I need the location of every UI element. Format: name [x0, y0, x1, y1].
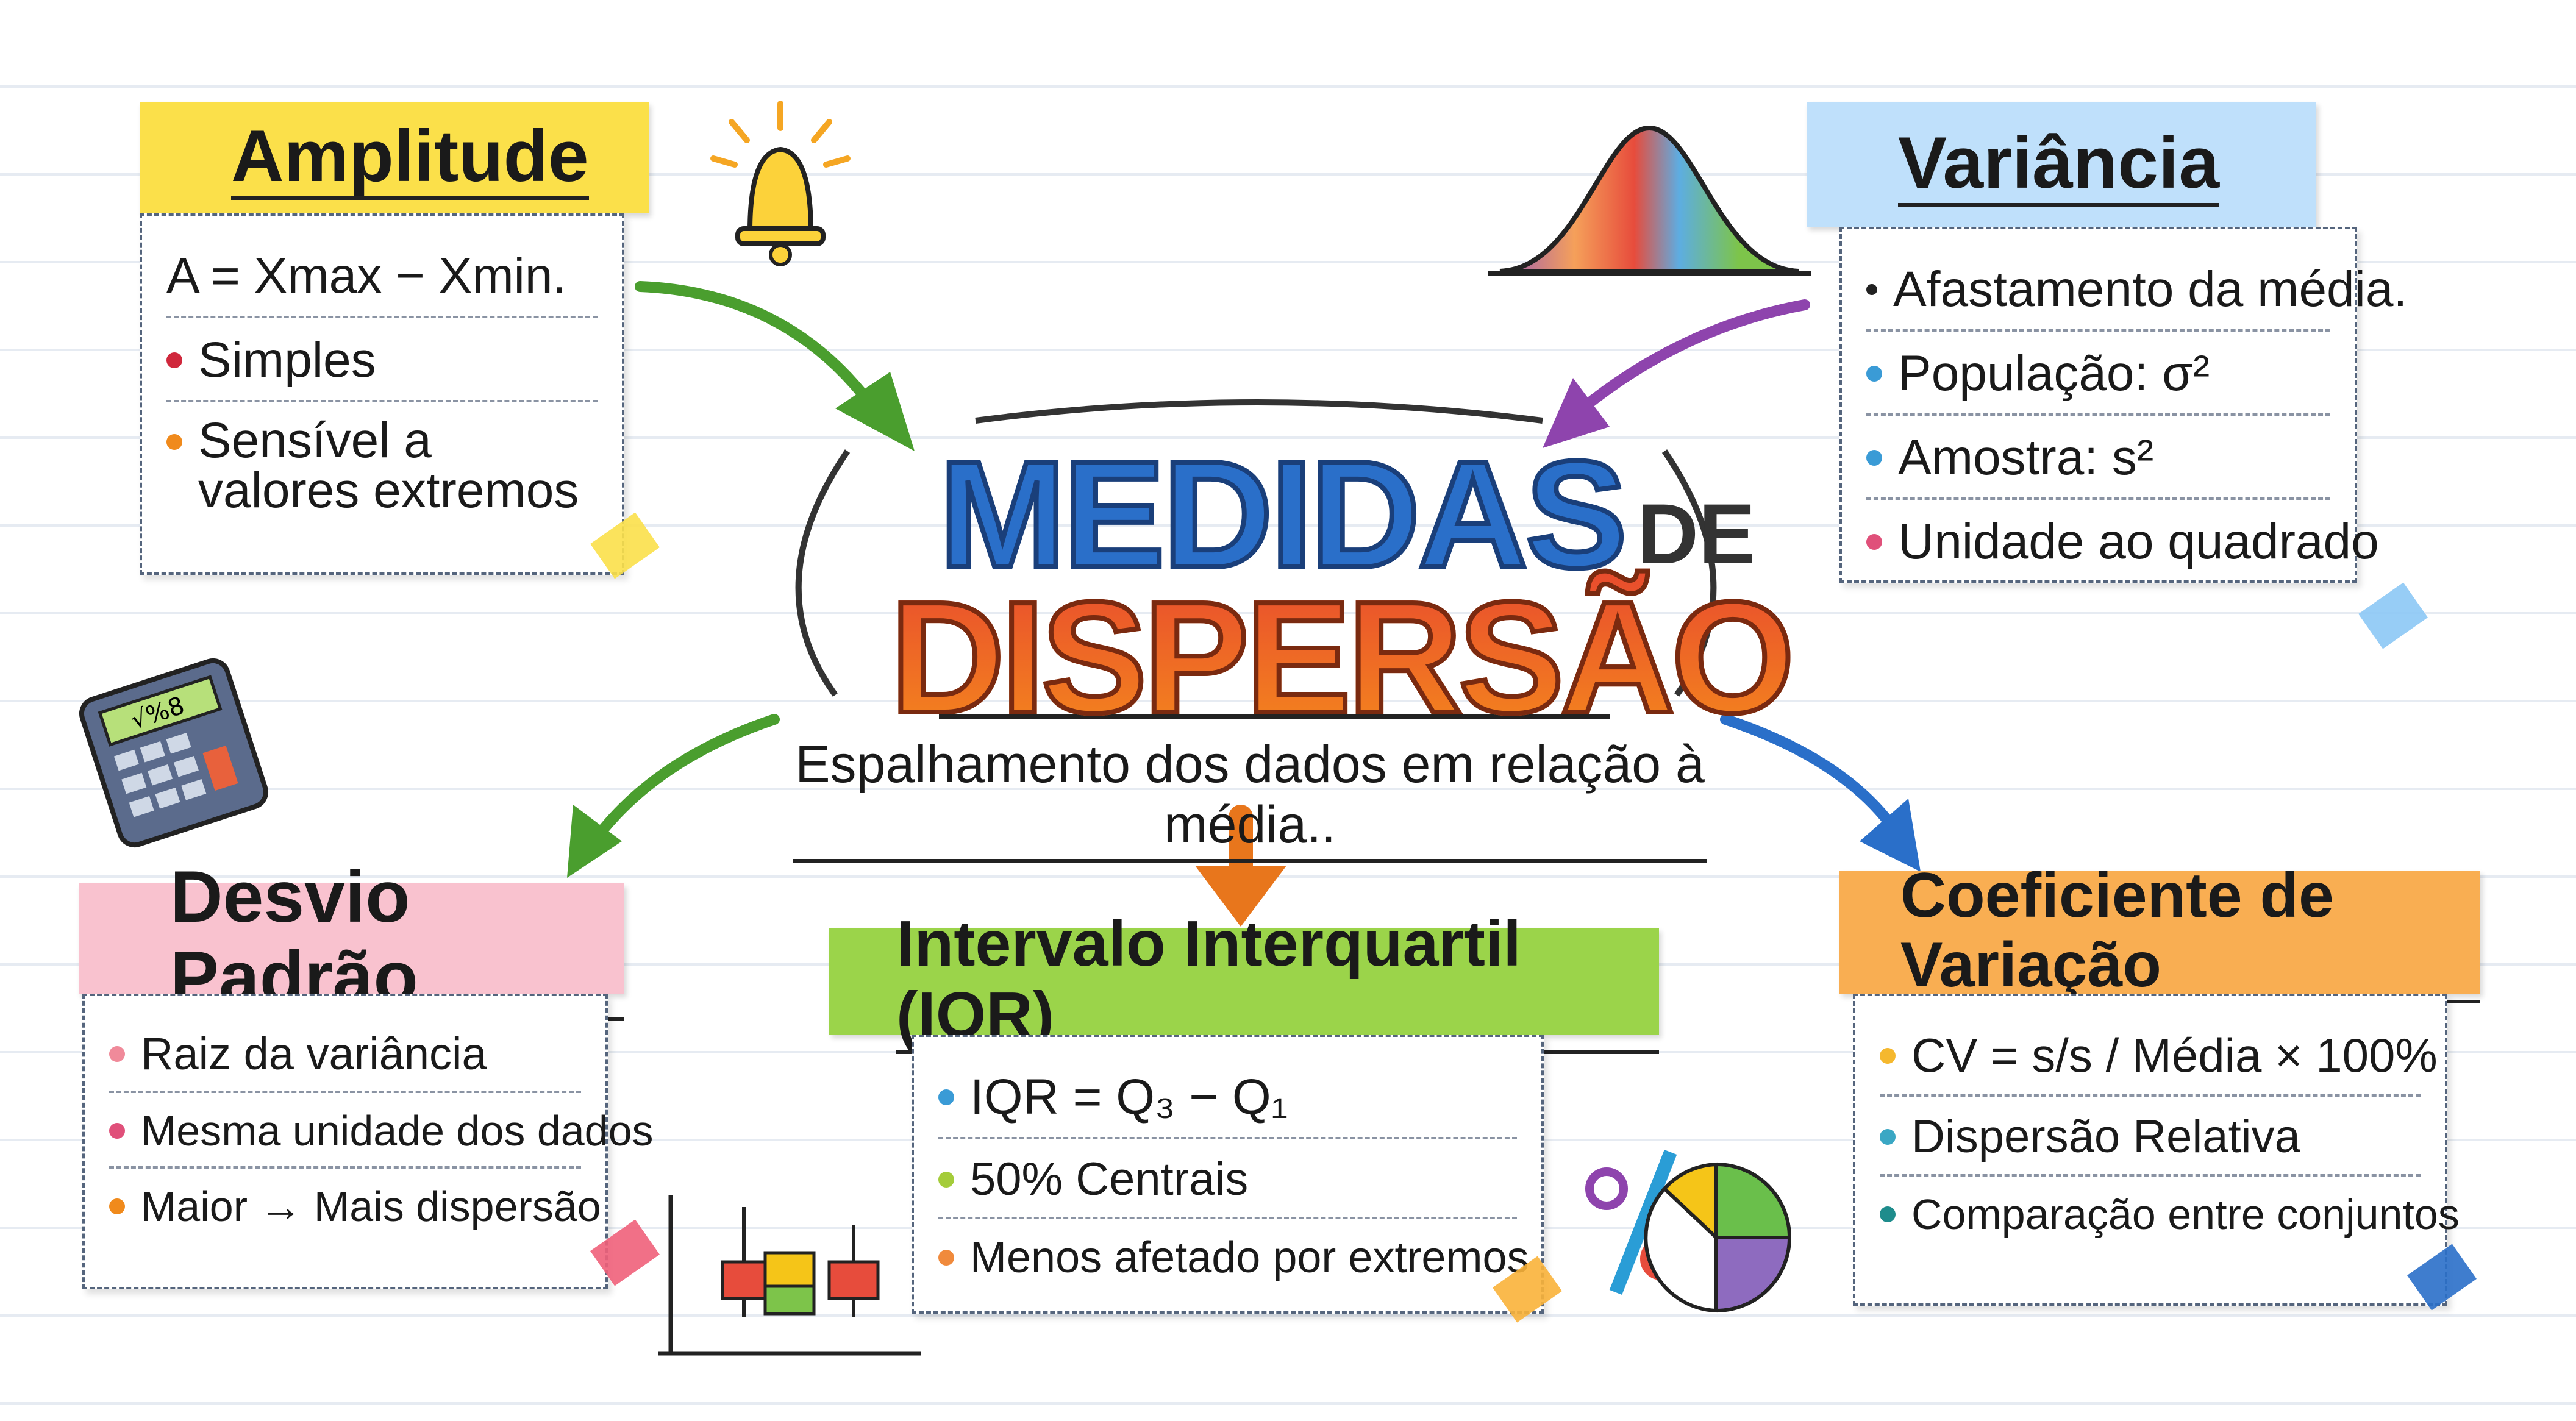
item-text: Dispersão Relativa — [1911, 1111, 2300, 1163]
item-text: 50% Centrais — [970, 1153, 1249, 1205]
variancia-banner: Variância — [1807, 102, 2316, 227]
bullet-icon — [1866, 284, 1877, 295]
bullet-icon — [166, 352, 182, 368]
item-text: Unidade ao quadrado — [1898, 514, 2379, 569]
bullet-icon — [1880, 1047, 1896, 1064]
item-text: População: σ² — [1898, 346, 2210, 401]
title-medidas: MEDIDAS — [937, 427, 1630, 602]
bullet-icon — [166, 434, 182, 450]
bell-icon — [710, 101, 851, 266]
list-item: Menos afetado por extremos — [938, 1219, 1529, 1294]
variancia-card: Afastamento da média. População: σ² Amos… — [1839, 227, 2407, 583]
list-item: CV = s/s / Média × 100% — [1880, 1014, 2438, 1097]
amplitude-formula: A = Xmax − Xmin. — [166, 234, 598, 318]
item-text: Raiz da variância — [141, 1028, 487, 1079]
item-text: Maior → Mais dispersão — [141, 1183, 601, 1230]
cv-banner: Coeficiente de Variação — [1839, 860, 2480, 1004]
bullet-icon — [1880, 1206, 1896, 1222]
list-item: Sensível a valores extremos — [166, 402, 598, 527]
title-de: DE — [1636, 486, 1756, 582]
iqr-card: IQR = Q₃ − Q₁ 50% Centrais Menos afetado… — [912, 1035, 1544, 1314]
percent-pie-icon — [1585, 1149, 1792, 1313]
amplitude-title: Amplitude — [231, 116, 589, 200]
list-item: Raiz da variância — [109, 1014, 581, 1093]
bell-curve-icon — [1488, 125, 1811, 276]
title-frame — [795, 399, 1717, 719]
list-item: Comparação entre conjuntos — [1880, 1177, 2460, 1250]
cv-title: Coeficiente de Variação — [1900, 860, 2480, 1004]
item-text: IQR = Q₃ − Q₁ — [970, 1069, 1288, 1125]
list-item: Unidade ao quadrado — [1866, 500, 2379, 582]
desvio-banner: Desvio Padrão — [79, 857, 624, 1021]
list-item: Maior → Mais dispersão — [109, 1169, 601, 1242]
item-text: Amostra: s² — [1898, 430, 2154, 485]
box-plot-icon — [658, 1195, 921, 1356]
bullet-icon — [938, 1250, 954, 1266]
item-text: Afastamento da média. — [1893, 262, 2408, 317]
bullet-icon — [938, 1089, 954, 1105]
list-item: Afastamento da média. — [1866, 248, 2407, 332]
item-text: CV = s/s / Média × 100% — [1911, 1028, 2438, 1082]
formula-text: A = Xmax − Xmin. — [166, 248, 567, 304]
list-item: Simples — [166, 318, 598, 402]
amplitude-card: A = Xmax − Xmin. Simples Sensível a valo… — [140, 213, 624, 575]
iqr-banner: Intervalo Interquartil (IQR) — [829, 908, 1659, 1055]
iqr-title: Intervalo Interquartil (IQR) — [896, 908, 1659, 1055]
variancia-title: Variância — [1898, 123, 2220, 207]
bullet-icon — [109, 1045, 125, 1062]
cv-card: CV = s/s / Média × 100% Dispersão Relati… — [1853, 994, 2460, 1306]
bullet-icon — [1866, 366, 1882, 382]
list-item: Amostra: s² — [1866, 416, 2330, 500]
list-item: 50% Centrais — [938, 1139, 1517, 1219]
list-item: Dispersão Relativa — [1880, 1097, 2421, 1177]
item-text: Menos afetado por extremos — [970, 1233, 1529, 1282]
title-line2: DISPERSÃO — [888, 567, 1797, 749]
bullet-icon — [109, 1198, 125, 1214]
list-item: Mesma unidade dos dados — [109, 1093, 654, 1169]
item-text: Comparação entre conjuntos — [1911, 1191, 2460, 1238]
bullet-icon — [1866, 534, 1882, 550]
item-text: Simples — [198, 332, 376, 388]
item-text: Mesma unidade dos dados — [141, 1107, 654, 1155]
title-line1: MEDIDAS DE — [937, 427, 1756, 602]
amplitude-banner: Amplitude — [140, 102, 649, 213]
list-item: População: σ² — [1866, 332, 2330, 416]
subtitle: Espalhamento dos dados em relação à médi… — [793, 735, 1707, 863]
bullet-icon — [1866, 450, 1882, 466]
list-item: IQR = Q₃ − Q₁ — [938, 1055, 1517, 1139]
item-text: Sensível a valores extremos — [198, 413, 579, 518]
calculator-icon: √%8 — [79, 658, 269, 848]
bullet-icon — [1880, 1128, 1896, 1145]
desvio-card: Raiz da variância Mesma unidade dos dado… — [82, 994, 654, 1289]
bullet-icon — [938, 1171, 954, 1188]
bullet-icon — [109, 1123, 125, 1139]
